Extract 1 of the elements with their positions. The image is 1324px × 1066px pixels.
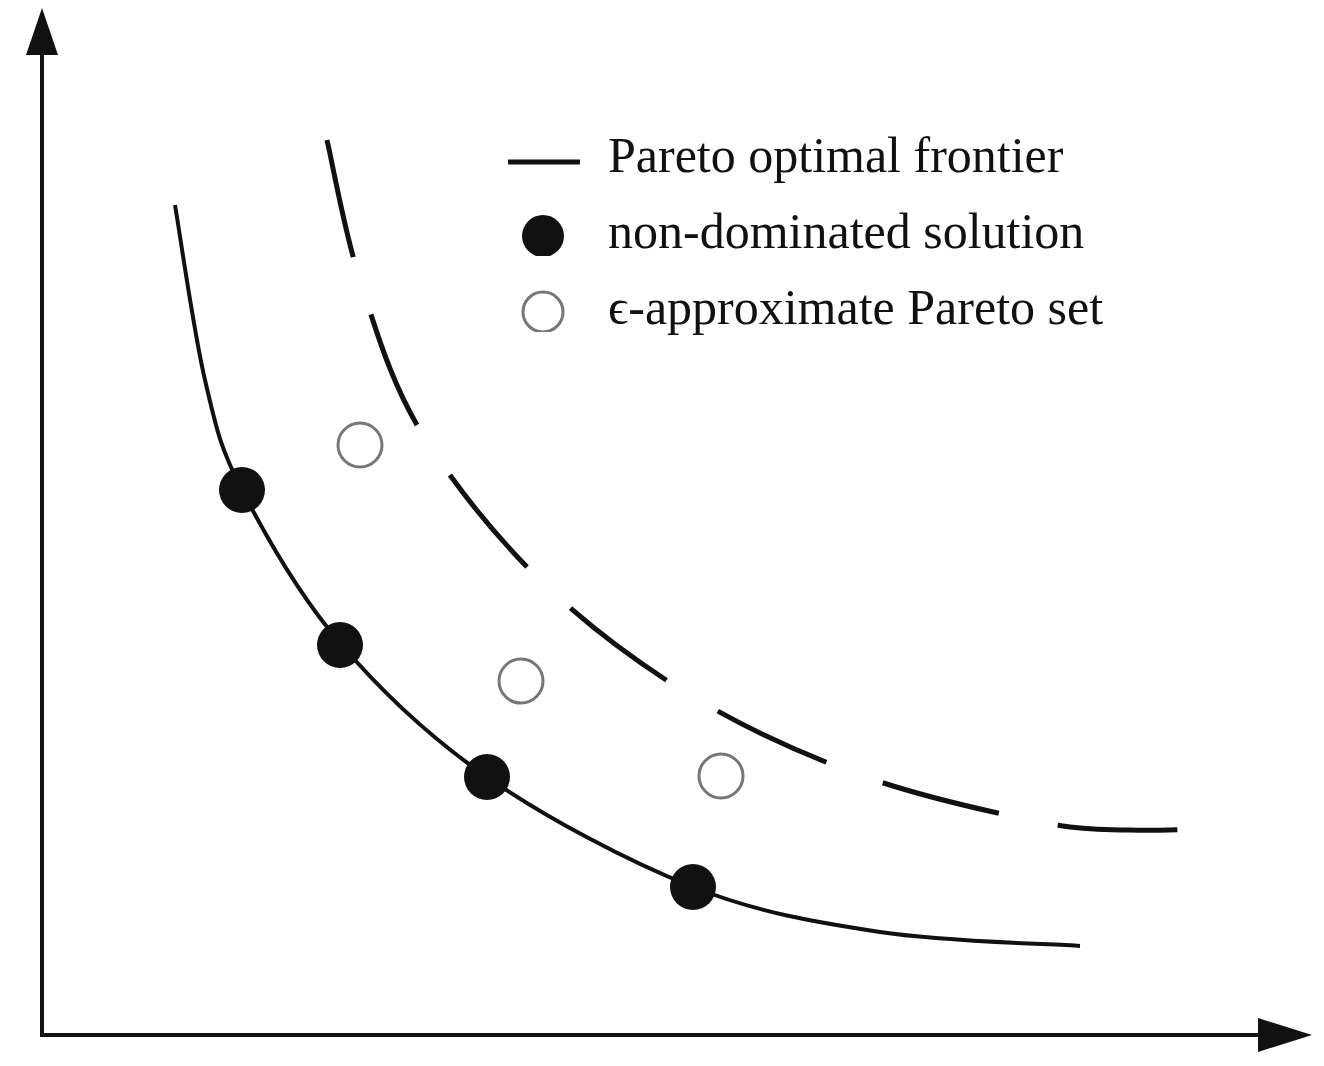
legend-label: non-dominated solution <box>608 206 1085 256</box>
